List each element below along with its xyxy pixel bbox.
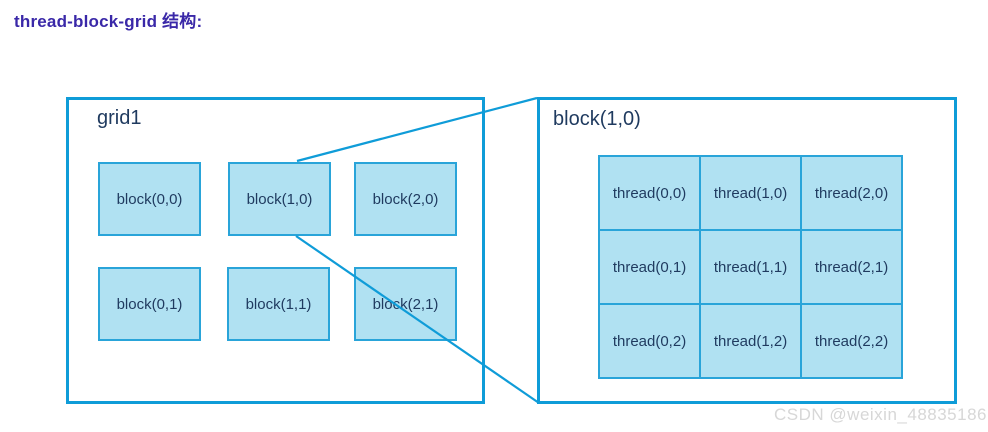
thread-cell-1-1: thread(1,1)	[699, 229, 802, 305]
thread-row: thread(0,0) thread(1,0) thread(2,0)	[598, 155, 903, 231]
block-cell-0-1: block(0,1)	[98, 267, 201, 341]
thread-cell-2-1: thread(2,1)	[800, 229, 903, 305]
block-cell-2-1: block(2,1)	[354, 267, 457, 341]
block-panel-label: block(1,0)	[553, 108, 641, 130]
block-cell-2-0: block(2,0)	[354, 162, 457, 236]
block-cell-1-0: block(1,0)	[228, 162, 331, 236]
block-detail-panel: block(1,0) thread(0,0) thread(1,0) threa…	[537, 97, 957, 404]
thread-table: thread(0,0) thread(1,0) thread(2,0) thre…	[598, 155, 903, 379]
grid-panel: grid1 block(0,0) block(1,0) block(2,0) b…	[66, 97, 485, 404]
grid-panel-label: grid1	[97, 107, 142, 129]
page-title: thread-block-grid 结构:	[14, 12, 203, 31]
thread-row: thread(0,1) thread(1,1) thread(2,1)	[598, 229, 903, 305]
thread-cell-1-0: thread(1,0)	[699, 155, 802, 231]
thread-cell-1-2: thread(1,2)	[699, 303, 802, 379]
thread-cell-0-0: thread(0,0)	[598, 155, 701, 231]
block-cell-1-1: block(1,1)	[227, 267, 330, 341]
thread-row: thread(0,2) thread(1,2) thread(2,2)	[598, 303, 903, 379]
block-cell-0-0: block(0,0)	[98, 162, 201, 236]
thread-cell-0-2: thread(0,2)	[598, 303, 701, 379]
watermark-text: CSDN @weixin_48835186	[774, 405, 987, 424]
thread-cell-2-2: thread(2,2)	[800, 303, 903, 379]
thread-cell-2-0: thread(2,0)	[800, 155, 903, 231]
thread-cell-0-1: thread(0,1)	[598, 229, 701, 305]
